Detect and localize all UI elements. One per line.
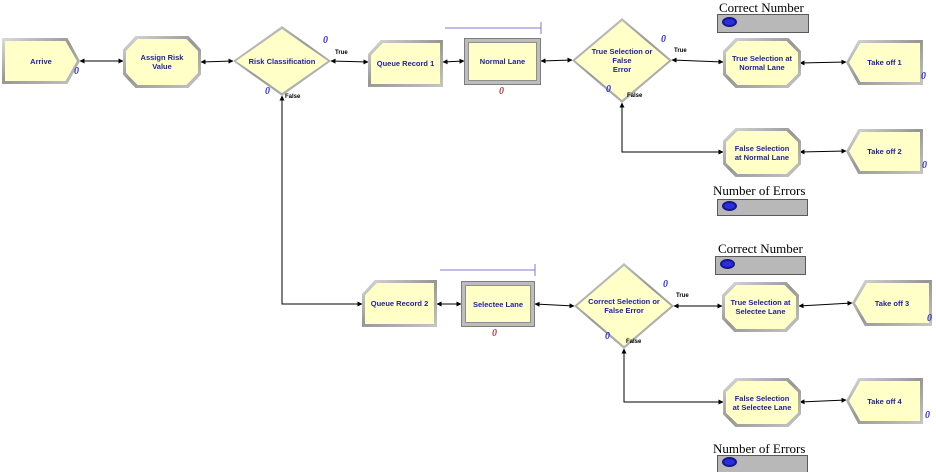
module-false-selection-at-selectee-lane[interactable]: False Selection at Selectee Lane — [723, 378, 801, 427]
connector — [200, 58, 234, 65]
connector — [799, 59, 847, 66]
take-off-3-count: 0 — [927, 313, 932, 324]
module-label: False Selection at Selectee Lane — [732, 393, 792, 412]
module-take-off-2[interactable]: Take off 2 — [846, 129, 923, 174]
variable-label-number-of-errors-top: Number of Errors — [713, 183, 806, 198]
risk-true-label: True — [335, 50, 348, 56]
module-arrive[interactable]: Arrive — [2, 38, 80, 84]
decide-selectee-true-label: True — [676, 293, 689, 299]
module-label: Correct Selection or False Error — [588, 297, 660, 315]
risk-false-count: 0 — [265, 86, 270, 97]
connector — [534, 301, 575, 309]
variable-label-correct-number-bottom: Correct Number — [718, 241, 803, 256]
selectee-lane-wip-count: 0 — [492, 328, 497, 339]
connector — [540, 57, 573, 64]
module-take-off-3[interactable]: Take off 3 — [852, 280, 932, 326]
module-label: Arrive — [30, 56, 52, 66]
risk-true-count: 0 — [323, 35, 328, 46]
decide-normal-true-label: True — [674, 48, 687, 54]
module-assign-risk-value[interactable]: Assign Risk Value — [123, 36, 201, 88]
connector — [330, 58, 369, 65]
module-true-selection-at-normal-lane[interactable]: True Selection at Normal Lane — [723, 38, 801, 88]
module-label: Normal Lane — [479, 57, 526, 66]
take-off-1-count: 0 — [921, 71, 926, 82]
arrive-count: 0 — [74, 66, 79, 77]
module-label: True Selection or False Error — [591, 47, 653, 74]
variable-display-number-of-errors-bottom[interactable] — [717, 455, 808, 472]
take-off-4-count: 0 — [925, 410, 930, 421]
module-correct-selection-or-false-error[interactable]: Correct Selection or False Error — [574, 263, 674, 349]
variable-display-correct-number-top[interactable] — [717, 14, 809, 33]
variable-display-correct-number-bottom[interactable] — [715, 256, 806, 275]
decide-normal-false-label: False — [627, 93, 643, 99]
module-true-selection-at-selectee-lane[interactable]: True Selection at Selectee Lane — [722, 282, 799, 332]
connector — [621, 348, 724, 405]
module-label: True Selection at Selectee Lane — [730, 298, 791, 316]
decide-selectee-false-count: 0 — [605, 331, 610, 342]
module-label: Take off 4 — [867, 396, 902, 406]
variable-label-correct-number-top: Correct Number — [719, 0, 804, 15]
module-label: Selectee Lane — [472, 299, 524, 309]
connector — [442, 58, 465, 65]
module-label: Risk Classification — [248, 56, 316, 66]
connector — [798, 300, 853, 309]
module-label: Assign Risk Value — [140, 53, 184, 71]
module-selectee-lane[interactable]: Selectee Lane — [461, 281, 535, 327]
variable-oval-icon — [722, 17, 737, 27]
module-label: Queue Record 2 — [370, 299, 429, 308]
variable-oval-icon — [722, 201, 737, 211]
module-label: Queue Record 1 — [376, 59, 435, 68]
module-label: False Selection at Normal Lane — [734, 143, 790, 162]
module-risk-classification[interactable]: Risk Classification — [233, 26, 331, 96]
variable-display-number-of-errors-top[interactable] — [717, 199, 808, 216]
module-label: Take off 3 — [874, 298, 910, 308]
decide-normal-false-count: 0 — [606, 84, 611, 95]
module-true-selection-or-false-error[interactable]: True Selection or False Error — [572, 18, 672, 103]
normal-lane-wip-count: 0 — [499, 86, 504, 97]
decide-normal-true-count: 0 — [661, 34, 666, 45]
variable-oval-icon — [720, 259, 735, 269]
module-label: True Selection at Normal Lane — [731, 54, 793, 72]
take-off-2-count: 0 — [922, 160, 927, 171]
variable-label-number-of-errors-bottom: Number of Errors — [713, 441, 806, 456]
module-take-off-4[interactable]: Take off 4 — [846, 378, 923, 424]
module-label: Take off 2 — [867, 147, 902, 156]
decide-selectee-false-label: False — [626, 339, 642, 345]
connector — [671, 57, 724, 65]
connector — [619, 102, 724, 155]
module-label: Take off 1 — [867, 58, 902, 67]
connector — [799, 397, 847, 405]
risk-false-label: False — [285, 94, 301, 100]
module-queue-record-2[interactable]: Queue Record 2 — [362, 280, 437, 327]
connector — [279, 95, 363, 307]
connector — [799, 148, 847, 155]
module-normal-lane[interactable]: Normal Lane — [464, 38, 541, 85]
module-take-off-1[interactable]: Take off 1 — [846, 40, 923, 85]
module-false-selection-at-normal-lane[interactable]: False Selection at Normal Lane — [723, 128, 801, 177]
variable-oval-icon — [722, 457, 737, 467]
module-queue-record-1[interactable]: Queue Record 1 — [368, 40, 443, 87]
decide-selectee-true-count: 0 — [663, 279, 668, 290]
